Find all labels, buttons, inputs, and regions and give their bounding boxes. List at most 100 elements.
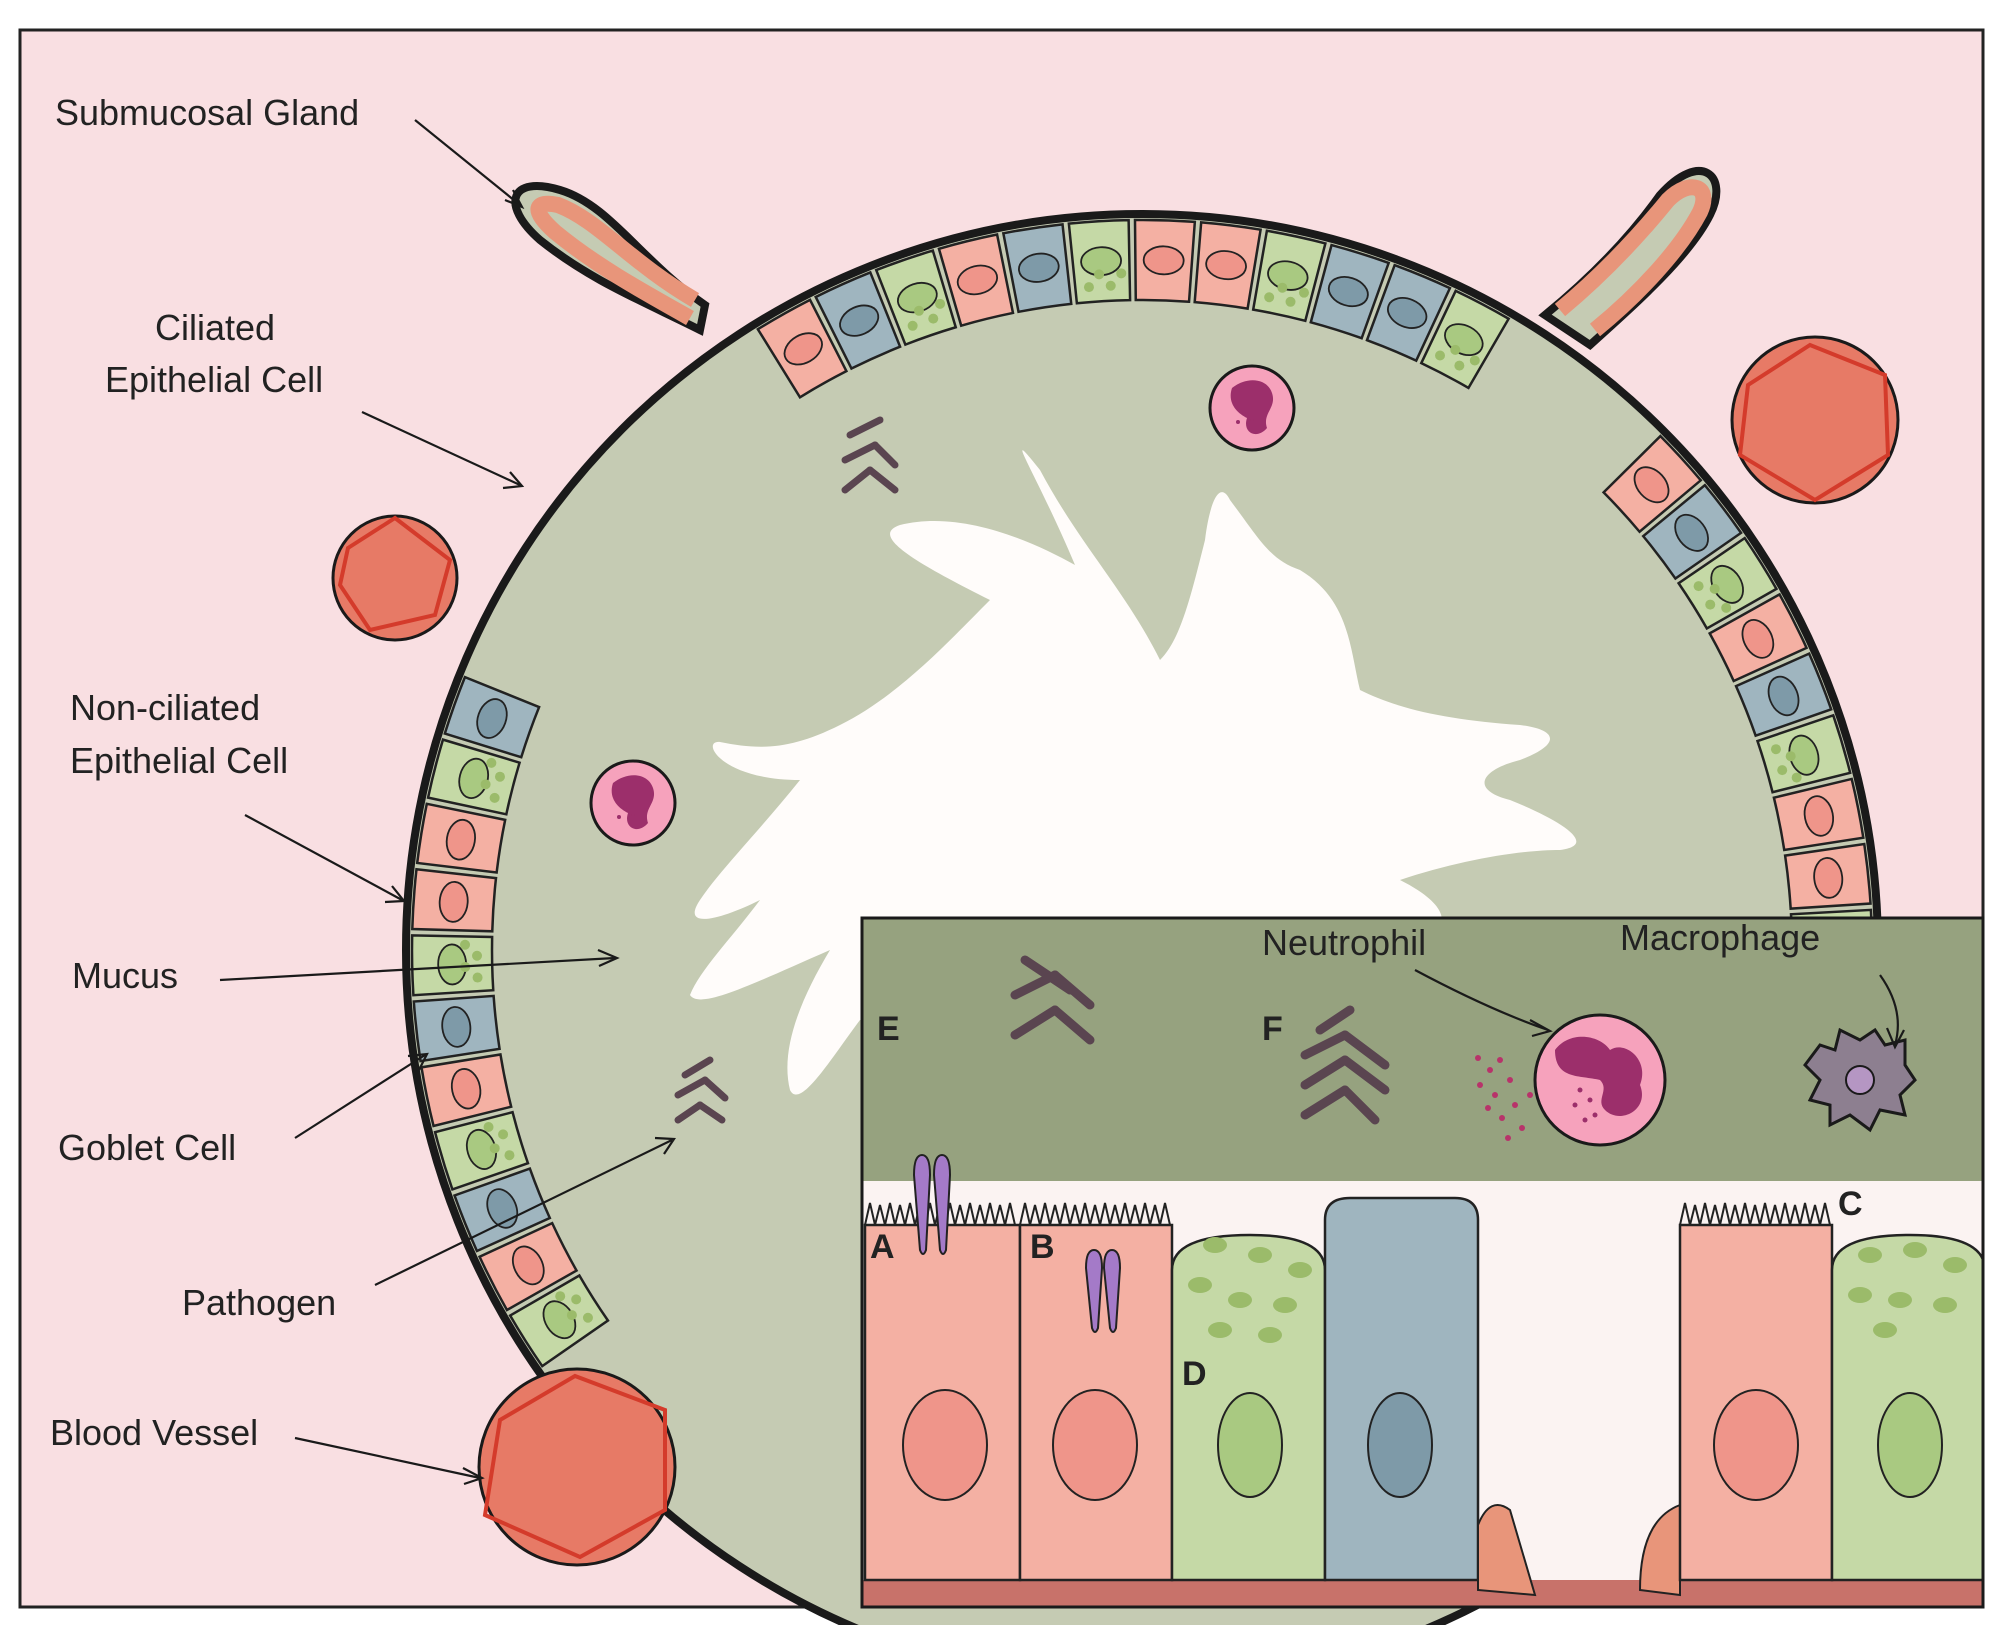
- blood-vessel-left: [331, 514, 459, 642]
- goblet-granule: [489, 1143, 500, 1154]
- inset-granules: [1475, 1055, 1533, 1141]
- epithelial-cell-nucleus: [1142, 245, 1185, 276]
- label-mucus: Mucus: [72, 955, 178, 996]
- label-nonciliated-line2: Epithelial Cell: [70, 740, 288, 781]
- label-submucosal-gland: Submucosal Gland: [55, 92, 359, 133]
- epithelial-cell-nucleus: [1018, 252, 1060, 283]
- epithelial-cell-nucleus: [783, 332, 823, 366]
- epithelial-cell-nucleus: [1674, 513, 1709, 552]
- epithelial-cell-nucleus: [450, 1068, 482, 1110]
- epithelial-cell-nucleus: [438, 880, 469, 923]
- goblet-granule: [1116, 268, 1127, 279]
- epithelial-cell-nucleus: [1327, 276, 1369, 308]
- goblet-granule: [1770, 744, 1781, 755]
- pathogen-lower: [674, 1056, 729, 1124]
- goblet-granule: [1709, 583, 1720, 594]
- label-nonciliated-line1: Non-ciliated: [70, 687, 260, 728]
- label-arrows: [219, 119, 1905, 1486]
- label-macrophage: Macrophage: [1620, 917, 1820, 958]
- label-blood-vessel: Blood Vessel: [50, 1412, 258, 1453]
- inset-cell-c: [1678, 1202, 1834, 1582]
- goblet-granule: [498, 1129, 509, 1140]
- epithelial-cell-nucleus: [1633, 466, 1670, 504]
- label-ciliated-line2: Epithelial Cell: [105, 359, 323, 400]
- epithelial-cell-nucleus: [956, 264, 999, 296]
- goblet-granule: [489, 792, 500, 803]
- epithelial-cell-nucleus: [441, 1006, 472, 1048]
- inset-cell-d-goblet: [1170, 1233, 1327, 1582]
- goblet-granule: [1435, 350, 1446, 361]
- epithelial-cell-nucleus: [476, 698, 508, 739]
- goblet-granule: [1469, 355, 1480, 366]
- inset-letter-b: B: [1030, 1228, 1055, 1266]
- goblet-granule: [1777, 765, 1788, 776]
- goblet-granule: [1450, 344, 1461, 355]
- inset-mucus-layer: [862, 918, 1983, 1181]
- neutrophil-upper: [1208, 364, 1296, 452]
- receptor-a: [912, 1153, 952, 1255]
- goblet-granule: [1791, 772, 1802, 783]
- goblet-granule: [486, 757, 497, 768]
- inset-letter-e: E: [877, 1010, 900, 1048]
- goblet-granule: [1454, 360, 1465, 371]
- goblet-granule: [907, 320, 918, 331]
- goblet-granule: [1083, 282, 1094, 293]
- inset-macrophage: [1803, 1027, 1917, 1133]
- goblet-granule: [928, 313, 939, 324]
- inset-letter-d: D: [1182, 1355, 1207, 1393]
- goblet-granule: [1705, 599, 1716, 610]
- goblet-granule: [1285, 296, 1296, 307]
- goblet-granule: [472, 972, 483, 983]
- inset-pathogen-e: [1010, 955, 1095, 1045]
- inset-pathogen-f: [1300, 1005, 1390, 1125]
- goblet-granule: [1299, 287, 1310, 298]
- goblet-granule: [1264, 292, 1275, 303]
- goblet-granule: [566, 1310, 577, 1321]
- inset-cell-goblet-right: [1830, 1233, 1983, 1582]
- epithelial-cell-nucleus: [1767, 675, 1800, 717]
- epithelial-cell-nucleus: [1803, 795, 1835, 837]
- neutrophil-lower: [589, 759, 677, 847]
- inset-cell-nonciliated: [1323, 1196, 1480, 1582]
- pathogen-upper: [841, 416, 899, 494]
- goblet-granule: [472, 950, 483, 961]
- inset-letter-c: C: [1838, 1185, 1863, 1223]
- inset-basal-cell-left: [1477, 1504, 1537, 1597]
- inset-letter-f: F: [1262, 1010, 1283, 1048]
- epithelial-cell-nucleus: [839, 304, 880, 337]
- goblet-granule: [494, 771, 505, 782]
- epithelial-cell-nucleus: [445, 818, 476, 861]
- submucosal-gland-left-lining: [530, 195, 700, 325]
- epithelial-cell-nucleus: [1741, 619, 1775, 659]
- goblet-granule: [935, 298, 946, 309]
- blood-vessel-right: [1730, 335, 1900, 505]
- inset-basal-cell-right: [1638, 1503, 1681, 1597]
- receptor-b: [1084, 1248, 1122, 1333]
- goblet-granule: [1105, 280, 1116, 291]
- goblet-granule: [1721, 602, 1732, 613]
- label-neutrophil: Neutrophil: [1262, 922, 1426, 963]
- goblet-granule: [571, 1294, 582, 1305]
- inset-border: [860, 916, 1985, 1609]
- goblet-granule: [460, 939, 471, 950]
- label-pathogen: Pathogen: [182, 1282, 336, 1323]
- inset-cell-a: [863, 1202, 1022, 1582]
- blood-vessel-bottom: [477, 1367, 677, 1567]
- label-goblet-cell: Goblet Cell: [58, 1127, 236, 1168]
- label-ciliated-line1: Ciliated: [155, 307, 275, 348]
- goblet-granule: [1785, 751, 1796, 762]
- goblet-granule: [1277, 282, 1288, 293]
- goblet-granule: [555, 1291, 566, 1302]
- epithelial-cell-nucleus: [511, 1245, 545, 1286]
- goblet-granule: [1693, 581, 1704, 592]
- goblet-granule: [1094, 269, 1105, 280]
- goblet-granule: [480, 779, 491, 790]
- goblet-granule: [483, 1121, 494, 1132]
- epithelial-cell-nucleus: [1813, 857, 1844, 899]
- inset-basement-membrane: [862, 1580, 1983, 1607]
- goblet-granule: [913, 305, 924, 316]
- inset-neutrophil: [1533, 1013, 1667, 1147]
- inset-panel: [862, 918, 1983, 1607]
- goblet-granule: [504, 1150, 515, 1161]
